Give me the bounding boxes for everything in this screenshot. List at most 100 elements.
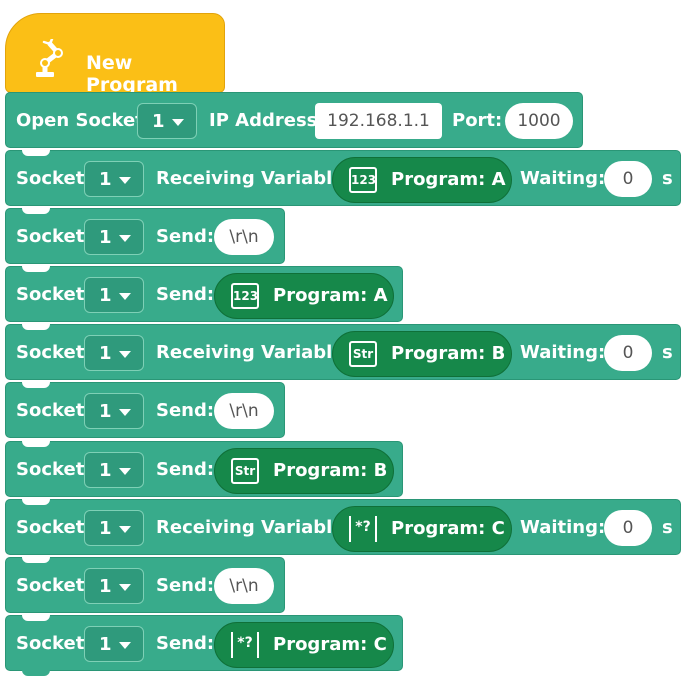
variable-name: Program: B	[273, 460, 388, 481]
block-notch	[22, 150, 50, 156]
variable-reporter[interactable]: *? Program: C	[214, 622, 394, 668]
action-label: Send:	[156, 575, 215, 596]
chevron-down-icon	[172, 119, 184, 126]
variable-reporter[interactable]: 123 Program: A	[214, 273, 394, 319]
socket-number-dropdown[interactable]: 1	[137, 103, 197, 139]
socket-receive-block[interactable]: Socket 1 Receiving Variable:*?Program: C Wa…	[5, 499, 681, 555]
socket-number-dropdown[interactable]: 1	[84, 452, 144, 488]
open-socket-label: Open Socket	[16, 110, 144, 131]
action-label: Send:	[156, 633, 215, 654]
socket-number-dropdown[interactable]: 1	[84, 161, 144, 197]
chevron-down-icon	[119, 584, 131, 591]
new-program-hat-block[interactable]: New Program	[5, 13, 225, 96]
waiting-input[interactable]: 0	[604, 335, 652, 371]
block-notch	[22, 266, 50, 272]
port-input[interactable]: 1000	[505, 103, 573, 139]
socket-label: Socket	[16, 459, 85, 480]
socket-number-value: 1	[99, 169, 112, 190]
socket-number-dropdown[interactable]: 1	[84, 335, 144, 371]
hat-label: New Program	[86, 52, 178, 96]
variable-name: Program: C	[273, 634, 387, 655]
string-variable-icon: Str	[231, 458, 259, 484]
socket-label: Socket	[16, 517, 85, 538]
socket-number-value: 1	[99, 285, 112, 306]
socket-send-text-block[interactable]: Socket 1 Send:\r\n	[5, 208, 285, 264]
chevron-down-icon	[119, 642, 131, 649]
chevron-down-icon	[119, 409, 131, 416]
block-notch	[22, 441, 50, 447]
open-socket-block[interactable]: Open Socket 1 IP Address: 192.168.1.1 Po…	[5, 92, 583, 148]
socket-send-var-block[interactable]: Socket 1 Send: *? Program: C	[5, 615, 403, 676]
waiting-label: Waiting:	[520, 517, 606, 538]
block-notch	[22, 208, 50, 214]
waiting-label: Waiting:	[520, 342, 606, 363]
chevron-down-icon	[119, 235, 131, 242]
block-notch	[22, 615, 50, 621]
block-notch	[22, 557, 50, 563]
socket-label: Socket	[16, 400, 85, 421]
socket-number-value: 1	[99, 518, 112, 539]
action-label: Send:	[156, 226, 215, 247]
action-label: Receiving Variable:	[156, 517, 352, 538]
send-text-input[interactable]: \r\n	[214, 219, 274, 255]
chevron-down-icon	[119, 177, 131, 184]
socket-label: Socket	[16, 575, 85, 596]
number-variable-icon: 123	[349, 167, 377, 193]
socket-number-dropdown[interactable]: 1	[84, 219, 144, 255]
chevron-down-icon	[119, 293, 131, 300]
send-text-input[interactable]: \r\n	[214, 568, 274, 604]
waiting-input[interactable]: 0	[604, 161, 652, 197]
any-variable-icon: *?	[349, 516, 377, 542]
socket-receive-block[interactable]: Socket 1 Receiving Variable:123 Program: A W…	[5, 150, 681, 206]
send-text-input[interactable]: \r\n	[214, 393, 274, 429]
action-label: Receiving Variable:	[156, 342, 352, 363]
socket-number-value: 1	[99, 227, 112, 248]
block-bottom-tab	[22, 670, 50, 676]
seconds-unit-label: s	[662, 342, 673, 363]
variable-reporter[interactable]: Str Program: B	[214, 448, 394, 494]
socket-send-var-block[interactable]: Socket 1 Send: Str Program: B	[5, 441, 403, 497]
action-label: Send:	[156, 284, 215, 305]
socket-number-value: 1	[99, 401, 112, 422]
socket-label: Socket	[16, 168, 85, 189]
action-label: Send:	[156, 459, 215, 480]
socket-label: Socket	[16, 226, 85, 247]
socket-label: Socket	[16, 633, 85, 654]
ip-address-label: IP Address:	[209, 110, 325, 131]
variable-name: Program: A	[273, 285, 388, 306]
socket-number-dropdown[interactable]: 1	[84, 393, 144, 429]
action-label: Receiving Variable:	[156, 168, 352, 189]
socket-send-text-block[interactable]: Socket 1 Send:\r\n	[5, 557, 285, 613]
action-label: Send:	[156, 400, 215, 421]
socket-number-dropdown[interactable]: 1	[84, 568, 144, 604]
seconds-unit-label: s	[662, 168, 673, 189]
socket-number-value: 1	[99, 576, 112, 597]
robot-arm-icon	[36, 39, 63, 77]
socket-send-text-block[interactable]: Socket 1 Send:\r\n	[5, 382, 285, 438]
socket-number-dropdown[interactable]: 1	[84, 510, 144, 546]
waiting-input[interactable]: 0	[604, 510, 652, 546]
chevron-down-icon	[119, 526, 131, 533]
variable-reporter[interactable]: *?Program: C	[332, 506, 512, 552]
variable-name: Program: A	[391, 169, 506, 190]
block-notch	[22, 499, 50, 505]
number-variable-icon: 123	[231, 283, 259, 309]
chevron-down-icon	[119, 351, 131, 358]
socket-label: Socket	[16, 342, 85, 363]
waiting-label: Waiting:	[520, 168, 606, 189]
port-label: Port:	[452, 110, 503, 131]
seconds-unit-label: s	[662, 517, 673, 538]
block-notch	[22, 324, 50, 330]
socket-number-dropdown[interactable]: 1	[84, 626, 144, 662]
socket-number-value: 1	[99, 343, 112, 364]
variable-name: Program: B	[391, 343, 506, 364]
socket-number-dropdown[interactable]: 1	[84, 277, 144, 313]
any-variable-icon: *?	[231, 632, 259, 658]
ip-address-input[interactable]: 192.168.1.1	[315, 103, 442, 139]
socket-number-value: 1	[99, 460, 112, 481]
variable-reporter[interactable]: 123 Program: A	[332, 157, 512, 203]
socket-number-value: 1	[99, 634, 112, 655]
